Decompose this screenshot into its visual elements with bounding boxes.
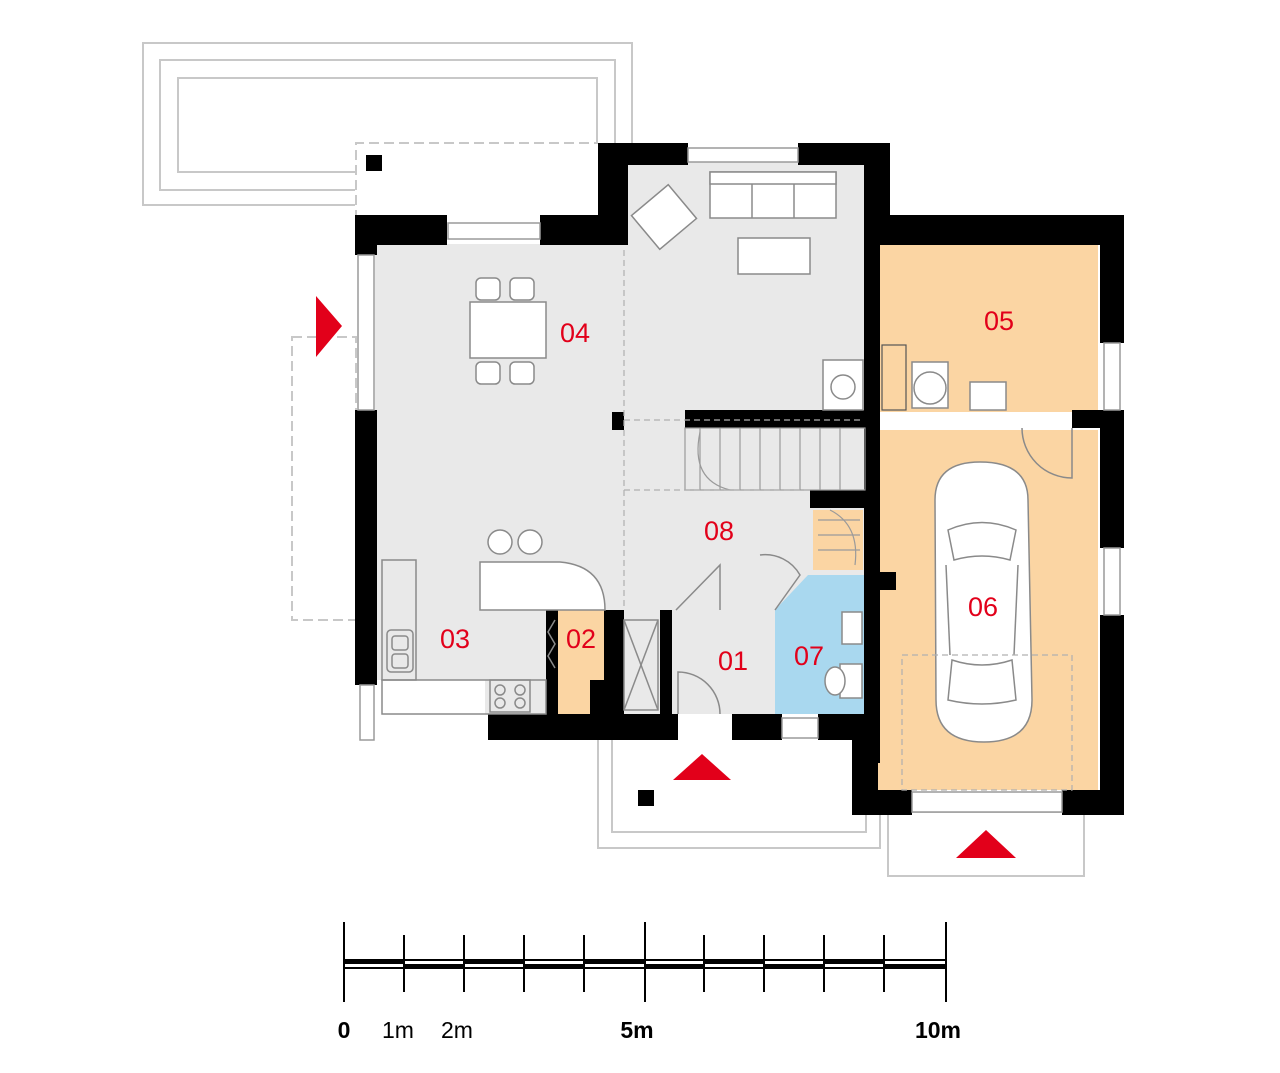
scale-label-2m: 2m xyxy=(441,1017,473,1043)
terrace-canopy-outline xyxy=(355,142,598,250)
boiler-icon xyxy=(881,344,907,411)
terrace-outline xyxy=(142,42,633,206)
kitchen-counters xyxy=(381,559,606,715)
walls xyxy=(355,143,1124,815)
scale-bar: 0 1m 2m 5m 10m xyxy=(338,922,961,1043)
chimney-icon xyxy=(366,155,382,171)
room-label-05: 05 xyxy=(984,306,1014,336)
armchair-icon xyxy=(630,183,698,251)
scale-label-0: 0 xyxy=(338,1017,351,1043)
washing-machine-icon xyxy=(822,359,864,411)
room-label-01: 01 xyxy=(718,646,748,676)
room-label-04: 04 xyxy=(560,318,590,348)
garage-door-outline xyxy=(901,654,1073,791)
scale-label-1m: 1m xyxy=(382,1017,414,1043)
bathroom-sink-icon xyxy=(841,611,863,645)
entrance-arrow-icon xyxy=(316,296,1016,858)
sofa-icon xyxy=(709,171,837,219)
car-icon xyxy=(934,461,1033,743)
bar-stools xyxy=(487,529,543,555)
dining-table-icon xyxy=(469,277,547,385)
terrace-steps xyxy=(291,336,357,621)
windows xyxy=(357,147,1121,813)
sink-icon xyxy=(386,629,414,673)
porch-outline xyxy=(597,740,881,849)
basement-stairs xyxy=(818,509,860,566)
porch-light-icon xyxy=(638,790,654,806)
wardrobe-icon xyxy=(623,619,659,711)
stairs-icon xyxy=(684,427,866,491)
room-label-08: 08 xyxy=(704,516,734,546)
utility-sink-icon xyxy=(969,381,1007,411)
scale-label-5m: 5m xyxy=(620,1017,653,1043)
doors xyxy=(547,427,1073,715)
stove-icon xyxy=(489,679,531,713)
stairs-outline xyxy=(623,250,864,610)
coffee-table-icon xyxy=(737,237,811,275)
room-label-06: 06 xyxy=(968,592,998,622)
toilet-icon xyxy=(824,663,863,699)
room-label-03: 03 xyxy=(440,624,470,654)
room-label-07: 07 xyxy=(794,641,824,671)
room-labels: 01 02 03 04 05 06 07 08 xyxy=(440,306,1014,676)
scale-label-10m: 10m xyxy=(915,1017,961,1043)
utility-toilet-icon xyxy=(911,361,949,409)
room-label-02: 02 xyxy=(566,624,596,654)
